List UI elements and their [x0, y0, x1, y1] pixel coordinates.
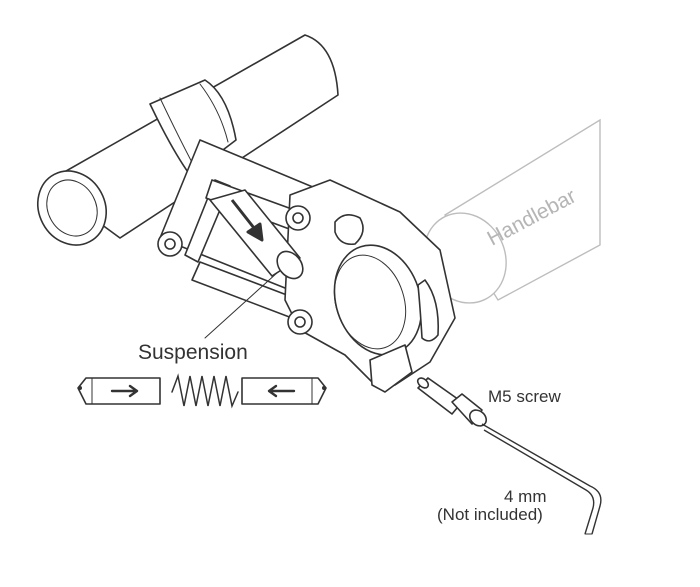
- right-piston: [241, 377, 327, 405]
- m5-screw-label: M5 screw: [488, 387, 561, 406]
- suspension-label: Suspension: [138, 341, 248, 364]
- mount-body: [159, 139, 456, 393]
- arrow-right-icon: [110, 384, 139, 398]
- tool-size-label: 4 mm: [504, 487, 547, 506]
- left-piston: [77, 377, 161, 405]
- suspension-leader-line: [204, 271, 279, 339]
- internal-suspension-cylinder: [209, 189, 304, 280]
- suspension-parts-exploded: [77, 373, 327, 409]
- m5-screw: [416, 377, 488, 427]
- arrow-left-icon: [267, 384, 296, 398]
- handlebar-tube: Handlebar: [423, 118, 601, 304]
- direction-arrow-icon: [230, 199, 264, 242]
- coil-spring: [171, 373, 239, 409]
- hex-key-icon: [481, 423, 602, 535]
- pivot-bolts: [157, 205, 313, 335]
- extension-bar: [37, 34, 339, 246]
- tool-note-label: (Not included): [437, 505, 543, 524]
